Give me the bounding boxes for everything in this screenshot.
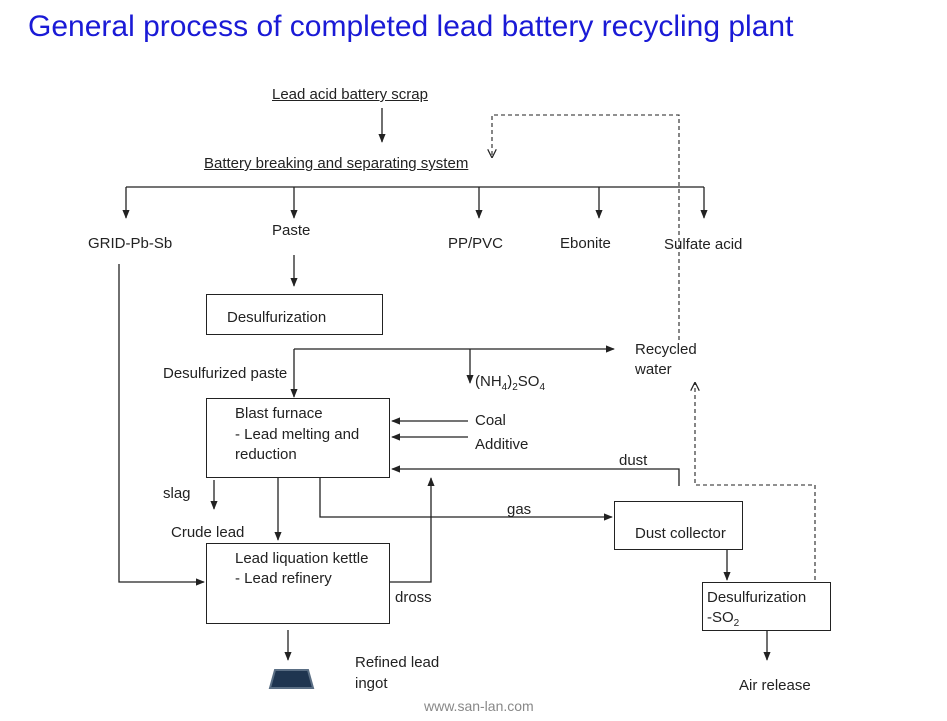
so2-text-1: Desulfurization (707, 589, 807, 606)
so2-part: -SO (707, 609, 734, 626)
gas-line (319, 476, 613, 521)
dust-label: dust (619, 452, 648, 469)
page-title: General process of completed lead batter… (28, 10, 794, 43)
sulfate-acid-label: Sulfate acid (664, 236, 743, 253)
dross-return-line (390, 477, 435, 583)
desulfurized-paste-label: Desulfurized paste (163, 365, 288, 382)
scrap-label: Lead acid battery scrap (272, 86, 428, 103)
recycled-water-label-2: water (635, 361, 672, 378)
blast-furnace-text-3: reduction (235, 446, 297, 463)
dust-collector-box (614, 501, 743, 550)
ppvc-label: PP/PVC (448, 235, 504, 252)
blast-furnace-text-2: - Lead melting and (235, 426, 360, 443)
grid-to-kettle-line (118, 264, 205, 586)
dross-label: dross (395, 589, 432, 606)
blast-furnace-text-1: Blast furnace (235, 405, 323, 422)
grid-label: GRID-Pb-Sb (88, 235, 173, 252)
ammonium-sub: 4 (539, 382, 546, 393)
so2-desulfurization-box (702, 582, 831, 631)
ammonium-sub: 2 (512, 382, 518, 393)
additive-label: Additive (475, 436, 529, 453)
ammonium-sub: 4 (501, 382, 508, 393)
liquation-kettle-box (206, 543, 390, 624)
dust-collector-text: Dust collector (635, 525, 726, 542)
kettle-text-1: Lead liquation kettle (235, 550, 369, 567)
so2-water-return (695, 383, 816, 580)
coal-label: Coal (475, 412, 506, 429)
ammonium-part: SO (517, 373, 540, 390)
refined-lead-label-2: ingot (355, 675, 388, 692)
crude-lead-label: Crude lead (171, 524, 245, 541)
ammonium-part: (NH (475, 373, 502, 390)
footer-url: www.san-lan.com (424, 698, 534, 714)
slag-label: slag (163, 485, 191, 502)
dust-return-line (391, 465, 680, 486)
so2-text-2: -SO2 (707, 608, 739, 634)
air-release-label: Air release (739, 677, 811, 694)
recycled-water-return (492, 114, 680, 340)
kettle-text-2: - Lead refinery (235, 570, 332, 587)
gas-label: gas (507, 501, 532, 518)
so2-sub: 2 (733, 618, 740, 629)
desulfurization-box (206, 294, 383, 335)
blast-furnace-box (206, 398, 390, 478)
ammonium-part: ) (507, 373, 513, 390)
ingot-icon (268, 669, 315, 689)
recycled-water-label-1: Recycled (635, 341, 697, 358)
refined-lead-label-1: Refined lead (355, 654, 440, 671)
ebonite-label: Ebonite (560, 235, 611, 252)
paste-label: Paste (272, 222, 311, 239)
ammonium-sulfate-label: (NH4)2SO4 (475, 373, 545, 393)
desulfurization-text: Desulfurization (227, 309, 327, 326)
breaking-system-label: Battery breaking and separating system (204, 155, 469, 172)
